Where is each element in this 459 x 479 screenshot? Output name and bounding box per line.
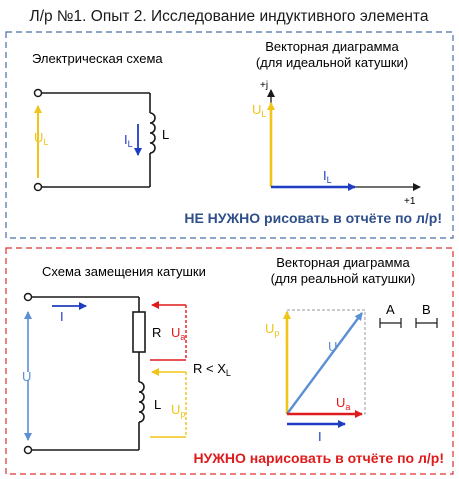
bottom-relation: R < XL bbox=[193, 361, 231, 378]
bottom-vector-up-label: Up bbox=[265, 321, 279, 338]
panel-bottom-border bbox=[5, 247, 454, 475]
scale-b-marker bbox=[415, 318, 438, 328]
top-diagram-title-2: (для идеальной катушки) bbox=[256, 55, 408, 70]
page-title: Л/р №1. Опыт 2. Исследование индуктивног… bbox=[30, 8, 429, 25]
bottom-vector-i-label: I bbox=[318, 429, 322, 444]
bottom-up-label: Up bbox=[171, 402, 185, 419]
bottom-r-label: R bbox=[152, 325, 161, 340]
top-circuit bbox=[38, 92, 156, 188]
bottom-i-label: I bbox=[60, 309, 64, 324]
panel-top-border bbox=[5, 31, 454, 239]
top-diagram-title-1: Векторная диаграмма bbox=[265, 39, 399, 54]
top-terminal-top bbox=[33, 88, 43, 98]
bottom-vector-u-label: U bbox=[328, 339, 337, 354]
top-coil-label: L bbox=[162, 127, 169, 142]
bottom-circuit-title: Схема замещения катушки bbox=[42, 264, 206, 279]
top-vector-ul-label: UL bbox=[252, 102, 266, 119]
bottom-u-label: U bbox=[22, 369, 31, 384]
top-il-label: IL bbox=[124, 132, 133, 149]
bottom-diagram-title-2: (для реальной катушки) bbox=[271, 271, 416, 286]
top-ul-label: UL bbox=[34, 130, 48, 147]
scale-a-label: A bbox=[386, 302, 395, 317]
bottom-up-bracket bbox=[150, 372, 187, 438]
top-note: НЕ НУЖНО рисовать в отчёте по л/р! bbox=[184, 210, 442, 226]
scale-a-marker bbox=[379, 318, 402, 328]
bottom-note: НУЖНО нарисовать в отчёте по л/р! bbox=[193, 450, 444, 466]
bottom-vector-u bbox=[286, 312, 363, 415]
bottom-ua-label: Ua bbox=[171, 325, 185, 342]
bottom-circuit bbox=[28, 296, 146, 451]
top-vector-il-label: IL bbox=[323, 168, 332, 185]
top-axis-j-label: +j bbox=[260, 80, 268, 91]
bottom-terminal-top bbox=[23, 292, 33, 302]
bottom-ua-bracket bbox=[150, 305, 187, 361]
top-axis-1-label: +1 bbox=[404, 196, 416, 207]
top-circuit-title: Электрическая схема bbox=[32, 51, 163, 66]
scale-b-label: B bbox=[422, 302, 431, 317]
bottom-l-label: L bbox=[154, 397, 161, 412]
bottom-terminal-bottom bbox=[23, 445, 33, 455]
bottom-vector-ua-label: Ua bbox=[336, 395, 350, 412]
top-terminal-bottom bbox=[33, 182, 43, 192]
bottom-diagram-title-1: Векторная диаграмма bbox=[276, 255, 410, 270]
